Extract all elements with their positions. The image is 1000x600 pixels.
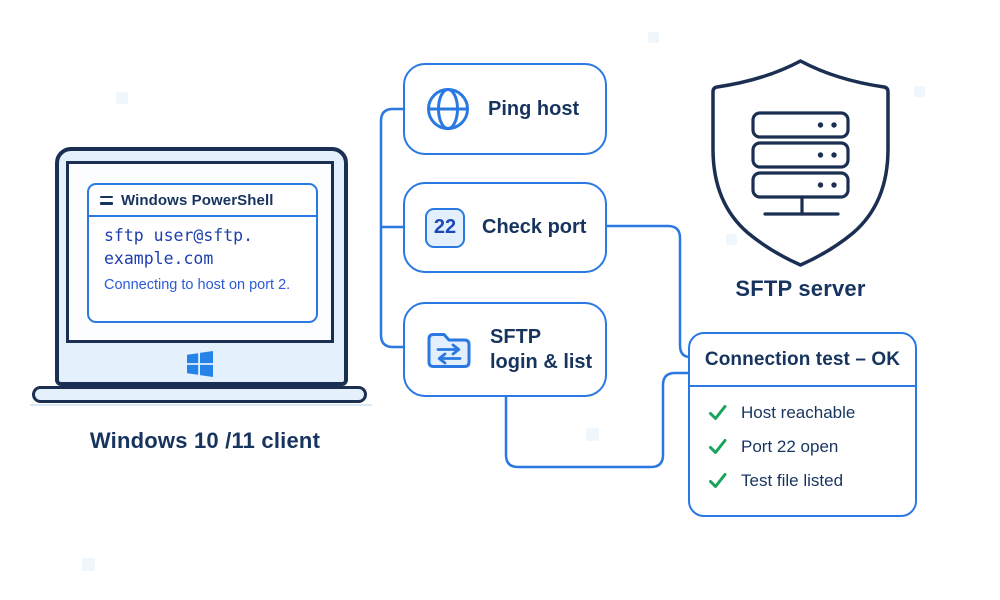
panel-checklist: Host reachable Port 22 open Test file li… — [690, 387, 915, 491]
port-22-badge: 22 — [425, 207, 465, 248]
terminal-status-line: Connecting to host on port 2. — [104, 276, 291, 293]
connection-test-panel: Connection test – OK Host reachable Port… — [688, 332, 917, 517]
step-label: Check port — [482, 216, 587, 238]
decor-square — [648, 32, 659, 43]
powershell-titlebar: Windows PowerShell — [89, 185, 316, 217]
terminal-command-line-2: example.com — [104, 248, 214, 268]
server-caption: SFTP server — [735, 276, 866, 301]
powershell-title: Windows PowerShell — [121, 191, 274, 209]
client-caption: Windows 10 /11 client — [89, 428, 321, 453]
panel-title: Connection test – OK — [690, 334, 915, 387]
shield-server-icon — [711, 59, 890, 267]
checklist-item-label: Host reachable — [741, 402, 856, 422]
checklist-item: Test file listed — [707, 470, 905, 491]
checklist-item: Host reachable — [707, 402, 905, 423]
globe-icon — [427, 88, 469, 130]
menu-icon — [100, 195, 113, 205]
check-icon — [709, 473, 727, 488]
checklist-item: Port 22 open — [707, 436, 905, 457]
step-ping-host: Ping host — [403, 63, 607, 155]
folder-transfer-icon — [427, 332, 471, 368]
checklist-item-label: Port 22 open — [741, 436, 839, 456]
terminal-command-line-1: sftp user@sftp. — [104, 226, 254, 245]
step-label: SFTP login & list — [490, 325, 592, 375]
sftp-to-panel-connector — [504, 371, 692, 469]
powershell-body: sftp user@sftp. example.com Connecting t… — [89, 217, 316, 293]
step-label-line-2: login & list — [490, 350, 593, 373]
check-icon — [709, 439, 727, 454]
windows-logo-icon — [187, 351, 213, 377]
sftp-server-illustration — [703, 56, 898, 275]
check-icon — [709, 405, 727, 420]
decor-square — [116, 92, 128, 104]
step-sftp-login-list: SFTP login & list — [403, 302, 607, 397]
decor-square — [914, 86, 925, 97]
step-label-line-1: SFTP — [490, 325, 542, 348]
laptop-base-shadow — [30, 404, 372, 406]
laptop-base — [32, 386, 367, 403]
step-check-port: 22 Check port — [403, 182, 607, 273]
step-label: Ping host — [488, 97, 580, 120]
decor-square — [82, 558, 95, 571]
check-port-to-panel-connector — [604, 224, 692, 359]
checklist-item-label: Test file listed — [741, 470, 844, 490]
powershell-window: Windows PowerShell sftp user@sftp. examp… — [87, 183, 318, 323]
decor-square — [586, 428, 599, 441]
decor-square — [726, 234, 737, 245]
